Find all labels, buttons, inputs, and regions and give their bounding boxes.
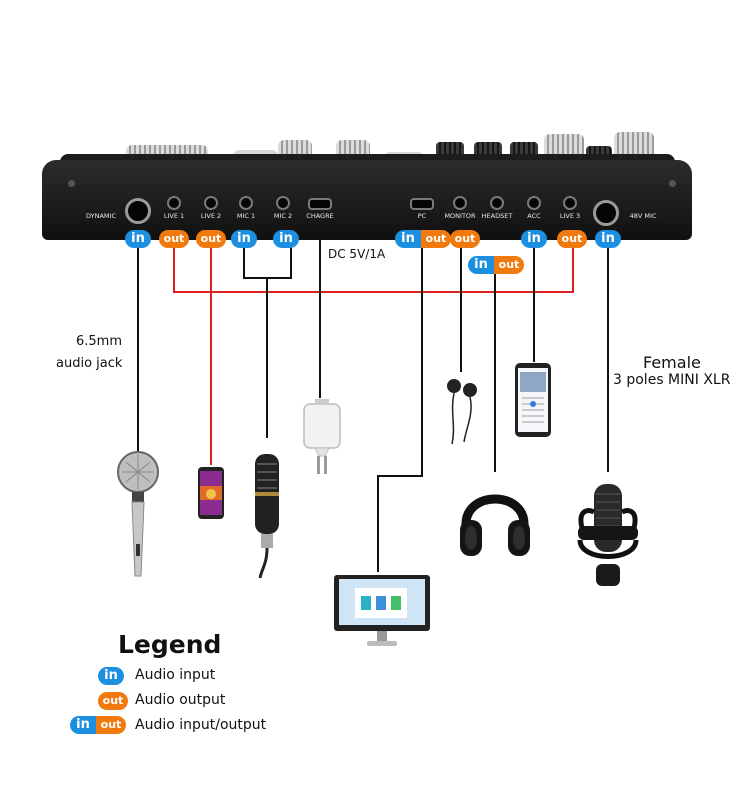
mic1-jack[interactable] xyxy=(239,196,253,210)
legend-text-inout: Audio input/output xyxy=(135,717,267,733)
port-label-live2: LIVE 2 xyxy=(200,212,222,220)
jack-type-label: audio jack xyxy=(56,356,123,371)
badge-live3-out: out xyxy=(557,230,587,248)
badge-mic2-in: in xyxy=(273,230,299,248)
charge-port[interactable] xyxy=(308,198,332,210)
badge-headset-out: out xyxy=(494,256,524,274)
badge-dynamic-in: in xyxy=(125,230,151,248)
port-label-48v-mic: 48V MIC xyxy=(629,212,657,220)
smartphone-icon xyxy=(198,467,224,519)
condenser-microphone-icon xyxy=(255,454,279,579)
xlr-type-label: 3 poles MINI XLR xyxy=(613,372,731,388)
port-label-live1: LIVE 1 xyxy=(163,212,185,220)
mic2-jack[interactable] xyxy=(276,196,290,210)
legend-badge-inout-out: out xyxy=(96,716,126,734)
computer-monitor-icon xyxy=(334,575,430,646)
acc-jack[interactable] xyxy=(527,196,541,210)
dynamic-jack[interactable] xyxy=(125,198,151,224)
music-app-phone-icon xyxy=(515,363,551,437)
port-label-headset: HEADSET xyxy=(481,212,513,220)
legend-title: Legend xyxy=(118,630,222,659)
live-bus-wire xyxy=(173,246,574,293)
badge-mic1-in: in xyxy=(231,230,257,248)
port-label-monitor: MONITOR xyxy=(444,212,476,220)
badge-headset-in: in xyxy=(468,256,494,274)
port-label-dynamic: DYNAMIC xyxy=(86,212,116,220)
xlr-gender-label: Female xyxy=(643,353,701,372)
badge-pc-in: in xyxy=(395,230,421,248)
live2-jack[interactable] xyxy=(204,196,218,210)
headphones-icon xyxy=(460,494,530,556)
legend-badge-out: out xyxy=(98,692,128,710)
handheld-microphone-icon xyxy=(117,451,159,577)
legend-badge-inout-in: in xyxy=(70,716,96,734)
port-label-acc: ACC xyxy=(527,212,541,220)
monitor-jack[interactable] xyxy=(453,196,467,210)
badge-48v-in: in xyxy=(595,230,621,248)
studio-microphone-icon xyxy=(577,484,639,586)
pc-port[interactable] xyxy=(410,198,434,210)
screw-right xyxy=(669,180,676,187)
badge-acc-in: in xyxy=(521,230,547,248)
legend-badge-in: in xyxy=(98,667,124,685)
badge-monitor-out: out xyxy=(450,230,480,248)
dc-label: DC 5V/1A xyxy=(328,247,386,261)
badge-pc-out: out xyxy=(421,230,451,248)
badge-live1-out: out xyxy=(159,230,189,248)
sound-card-mixer xyxy=(42,160,692,240)
port-label-pc: PC xyxy=(417,212,427,220)
port-label-charge: CHAGRE xyxy=(306,212,334,220)
earphones-icon xyxy=(447,379,477,445)
port-label-mic2: MIC 2 xyxy=(273,212,293,220)
usb-charger-icon xyxy=(303,399,341,474)
mic-split-wire xyxy=(243,246,292,279)
pc-wire xyxy=(377,246,423,572)
legend-text-input: Audio input xyxy=(135,667,216,683)
port-label-live3: LIVE 3 xyxy=(559,212,581,220)
port-label-mic1: MIC 1 xyxy=(236,212,256,220)
jack-size-label: 6.5mm xyxy=(76,334,123,349)
live3-jack[interactable] xyxy=(563,196,577,210)
live1-jack[interactable] xyxy=(167,196,181,210)
screw-left xyxy=(68,180,75,187)
xlr-48v-jack[interactable] xyxy=(593,200,619,226)
badge-live2-out: out xyxy=(196,230,226,248)
legend-text-output: Audio output xyxy=(135,692,226,708)
headset-jack[interactable] xyxy=(490,196,504,210)
